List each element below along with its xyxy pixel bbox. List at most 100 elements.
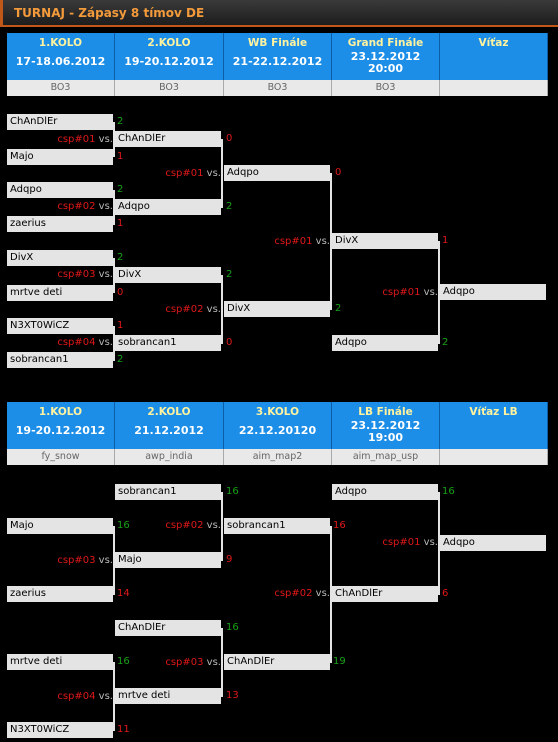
- wb-round-format: [440, 80, 548, 96]
- match-id: csp#01: [274, 236, 313, 247]
- wb-team-slot[interactable]: Adqpo: [332, 335, 438, 351]
- wb-match-label[interactable]: csp#02 vs.: [161, 302, 221, 318]
- lb-team-score: 16: [117, 656, 130, 667]
- lb-team-slot[interactable]: N3XT0WiCZ: [7, 722, 113, 738]
- wb-team-slot[interactable]: sobrancan1: [7, 352, 113, 368]
- lb-match-label[interactable]: csp#03 vs.: [161, 655, 221, 671]
- wb-round-date: 17-18.06.2012: [15, 55, 106, 68]
- lb-header-col-3: 3.KOLO 22.12.20120: [224, 402, 332, 449]
- wb-match-label[interactable]: csp#01 vs.: [270, 234, 330, 250]
- wb-match-label[interactable]: csp#02 vs.: [53, 199, 113, 215]
- vs-text: vs.: [95, 134, 113, 145]
- lb-round-name: 2.KOLO: [147, 406, 191, 418]
- wb-team-score: 0: [335, 167, 342, 178]
- wb-team-slot[interactable]: ChAnDlEr: [7, 114, 113, 130]
- wb-team-slot[interactable]: DivX: [332, 233, 438, 249]
- wb-team-slot[interactable]: sobrancan1: [115, 335, 221, 351]
- wb-team-score: 2: [117, 252, 124, 263]
- wb-team-slot[interactable]: DivX: [115, 267, 221, 283]
- wb-team-slot[interactable]: Adqpo: [7, 182, 113, 198]
- lb-round-name: LB Finále: [358, 406, 413, 418]
- lb-match-label[interactable]: csp#02 vs.: [161, 518, 221, 534]
- vs-text: vs.: [203, 304, 221, 315]
- wb-team-slot[interactable]: zaerius: [7, 216, 113, 232]
- vs-text: vs.: [95, 555, 113, 566]
- lb-bracket-line: [221, 628, 223, 697]
- lb-round-format: aim_map2: [224, 449, 332, 465]
- wb-team-slot[interactable]: mrtve deti: [7, 285, 113, 301]
- lb-match-label[interactable]: csp#02 vs.: [270, 586, 330, 602]
- lb-team-score: 9: [226, 554, 233, 565]
- wb-team-slot[interactable]: Adqpo: [440, 284, 546, 300]
- vs-text: vs.: [203, 520, 221, 531]
- wb-team-slot[interactable]: Adqpo: [224, 165, 330, 181]
- title-bar: TURNAJ - Zápasy 8 tímov DE: [0, 0, 558, 27]
- wb-bracket-line: [221, 139, 223, 208]
- wb-match-label[interactable]: csp#01 vs.: [53, 132, 113, 148]
- wb-match-label[interactable]: csp#01 vs.: [378, 285, 438, 301]
- wb-round-name: Grand Finále: [347, 37, 424, 49]
- lb-team-slot[interactable]: zaerius: [7, 586, 113, 602]
- lb-team-slot[interactable]: mrtve deti: [7, 654, 113, 670]
- wb-round-name: 2.KOLO: [147, 37, 191, 49]
- wb-bracket-line: [330, 173, 332, 310]
- lb-round-name: 1.KOLO: [38, 406, 83, 418]
- match-id: csp#02: [165, 304, 204, 315]
- wb-team-score: 0: [226, 337, 233, 348]
- lb-team-score: 16: [117, 520, 130, 531]
- lb-bracket-line: [221, 492, 223, 561]
- match-id: csp#02: [274, 588, 313, 599]
- wb-team-slot[interactable]: ChAnDlEr: [115, 131, 221, 147]
- lb-team-slot[interactable]: Majo: [7, 518, 113, 534]
- vs-text: vs.: [203, 168, 221, 179]
- wb-match-label[interactable]: csp#04 vs.: [53, 335, 113, 351]
- lb-match-label[interactable]: csp#03 vs.: [53, 553, 113, 569]
- wb-team-score: 2: [442, 337, 449, 348]
- lb-match-label[interactable]: csp#04 vs.: [53, 689, 113, 705]
- wb-team-score: 2: [117, 116, 124, 127]
- lb-round-date: 22.12.20120: [238, 424, 317, 437]
- lb-team-score: 16: [226, 486, 239, 497]
- match-id: csp#04: [57, 691, 96, 702]
- wb-team-slot[interactable]: DivX: [224, 301, 330, 317]
- lb-team-score: 11: [117, 724, 130, 735]
- lb-bracket-line: [438, 492, 440, 595]
- lb-match-label[interactable]: csp#01 vs.: [378, 535, 438, 551]
- vs-text: vs.: [420, 537, 438, 548]
- lb-team-slot[interactable]: Majo: [115, 552, 221, 568]
- lb-round-format: [440, 449, 548, 465]
- match-id: csp#03: [57, 269, 96, 280]
- wb-team-slot[interactable]: Majo: [7, 149, 113, 165]
- wb-round-format: BO3: [224, 80, 332, 96]
- wb-bracket-line: [113, 122, 115, 157]
- vs-text: vs.: [95, 201, 113, 212]
- wb-team-score: 2: [117, 184, 124, 195]
- vs-text: vs.: [312, 236, 330, 247]
- lb-team-slot[interactable]: mrtve deti: [115, 688, 221, 704]
- lb-team-slot[interactable]: Adqpo: [440, 535, 546, 551]
- wb-team-slot[interactable]: DivX: [7, 250, 113, 266]
- wb-team-score: 2: [226, 269, 233, 280]
- lb-team-slot[interactable]: Adqpo: [332, 484, 438, 500]
- lb-header-col-5: Víťaz LB: [440, 402, 548, 449]
- wb-bracket-line: [113, 190, 115, 225]
- lb-round-name: 3.KOLO: [255, 406, 300, 418]
- vs-text: vs.: [312, 588, 330, 599]
- lb-team-slot[interactable]: ChAnDlEr: [115, 620, 221, 636]
- lb-team-slot[interactable]: ChAnDlEr: [224, 654, 330, 670]
- wb-match-label[interactable]: csp#03 vs.: [53, 267, 113, 283]
- wb-match-label[interactable]: csp#01 vs.: [161, 166, 221, 182]
- wb-team-slot[interactable]: N3XT0WiCZ: [7, 318, 113, 334]
- lb-team-slot[interactable]: ChAnDlEr: [332, 586, 438, 602]
- lb-team-slot[interactable]: sobrancan1: [115, 484, 221, 500]
- lb-team-score: 16: [333, 520, 346, 531]
- lb-team-slot[interactable]: sobrancan1: [224, 518, 330, 534]
- wb-team-slot[interactable]: Adqpo: [115, 199, 221, 215]
- lb-bracket-line: [330, 526, 332, 663]
